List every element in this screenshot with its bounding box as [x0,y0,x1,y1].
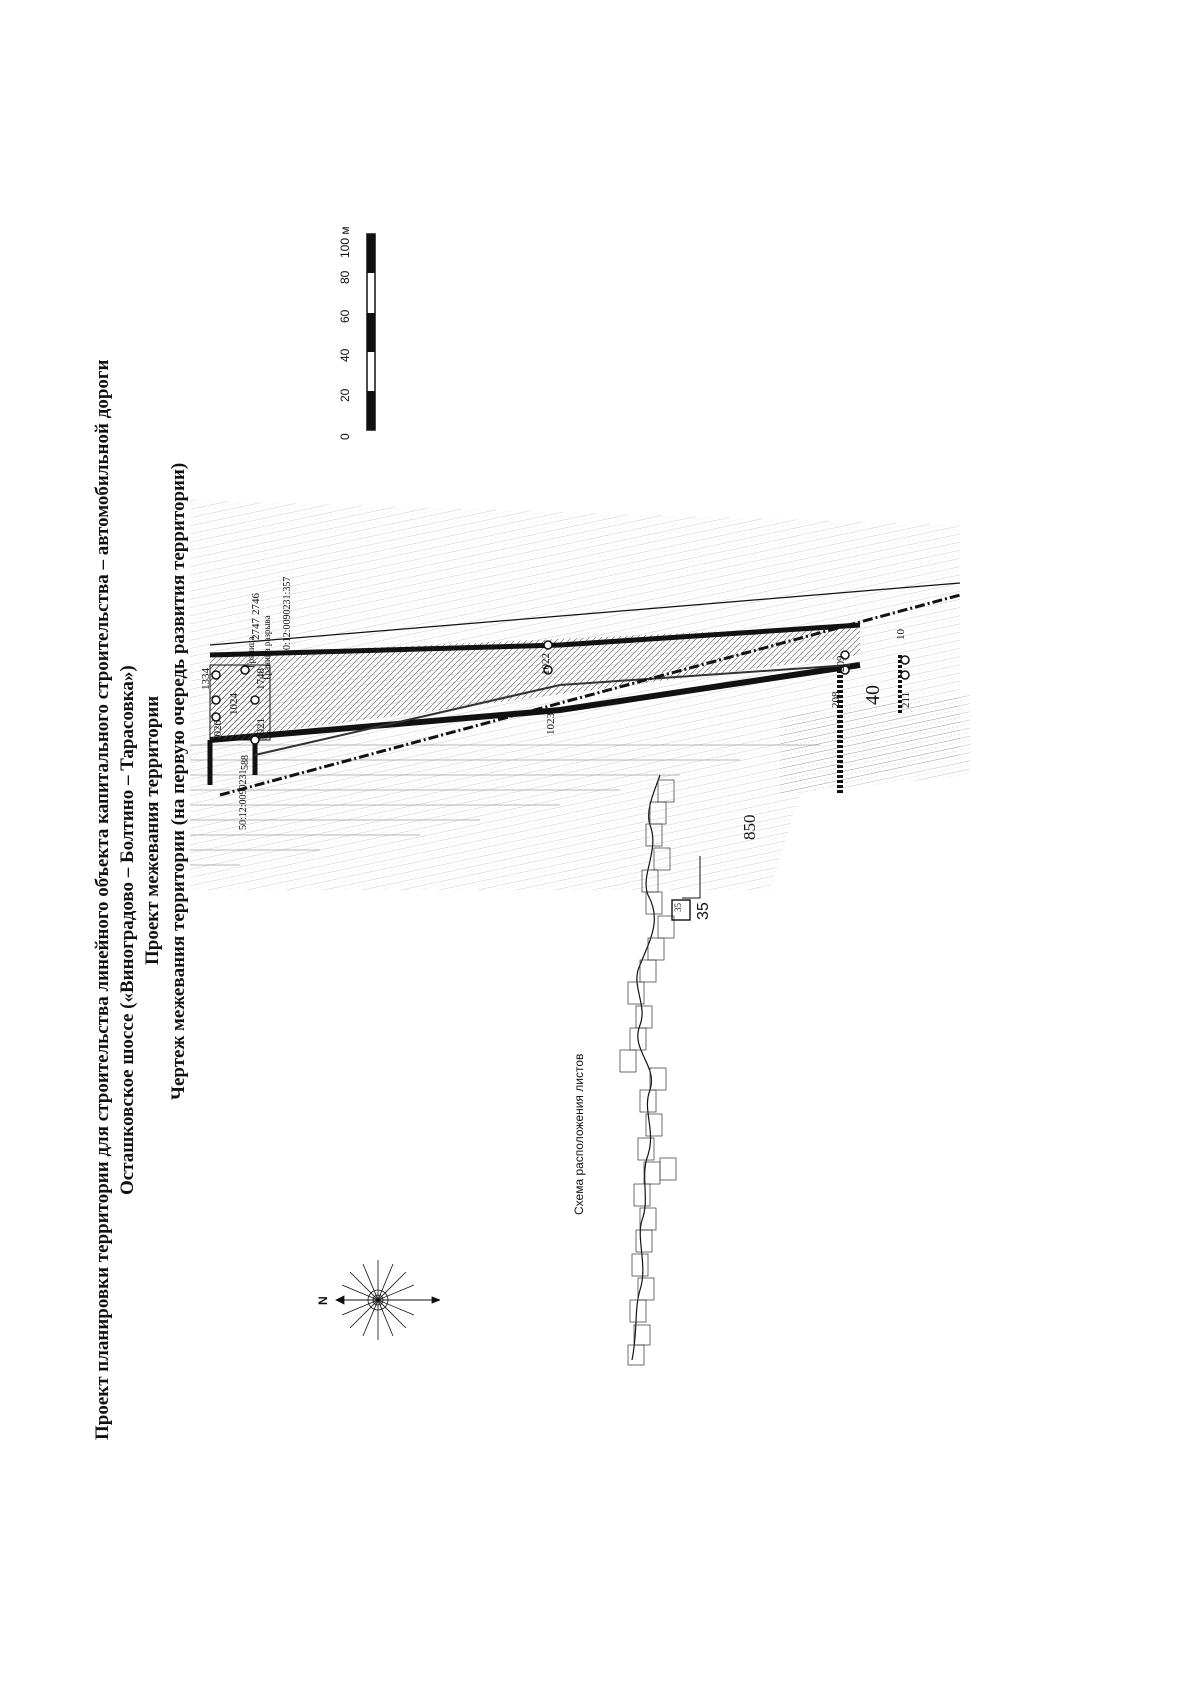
point-label-208: 208 [830,691,842,709]
scale-tick-20: 20 [338,388,352,402]
cadastral-ref-3: 588 [240,755,251,770]
cadastral-ref-2: 50:12:0090231:357 [282,576,293,655]
title-line-1: Проект планировки территории для строите… [92,359,113,1440]
annotation-granitsa: Граница [246,636,256,668]
compass-rose-icon [335,1260,440,1340]
location-scheme-sheet-label: 35 [673,903,683,912]
location-scheme-callout: 35 [695,902,712,920]
point-label-2746: 2746 [250,593,262,615]
title-line-2: Осташковское шоссе («Виноградово – Болти… [117,665,138,1195]
cadastral-ref-1: 50:12:0090231 [238,769,249,830]
point-label-211: 211 [900,691,912,708]
compass-north-label: N [316,1296,330,1305]
cadastral-drawing [190,500,970,890]
scale-bar [366,233,376,431]
scale-tick-100: 100 м [338,226,352,258]
location-scheme-label: Схема расположения листов [572,1053,586,1215]
title-line-3: Проект межевания территории [142,695,163,965]
annotation-granitsa-razryva: Граница разрыва [262,615,272,680]
point-label-10: 10 [895,629,907,640]
scale-tick-60: 60 [338,309,352,323]
point-label-1024: 1024 [228,693,240,715]
scale-tick-0: 0 [338,433,352,440]
sheet-number: 40 [862,685,884,705]
point-label-209: 209 [835,655,847,673]
point-label-1334: 1334 [200,668,212,690]
scale-tick-40: 40 [338,348,352,362]
point-label-1022: 1022 [540,653,552,675]
point-label-1026: 1026 [212,720,224,742]
point-label-1021: 1021 [255,718,267,740]
point-label-1023: 1023 [545,713,557,735]
scale-tick-80: 80 [338,270,352,284]
